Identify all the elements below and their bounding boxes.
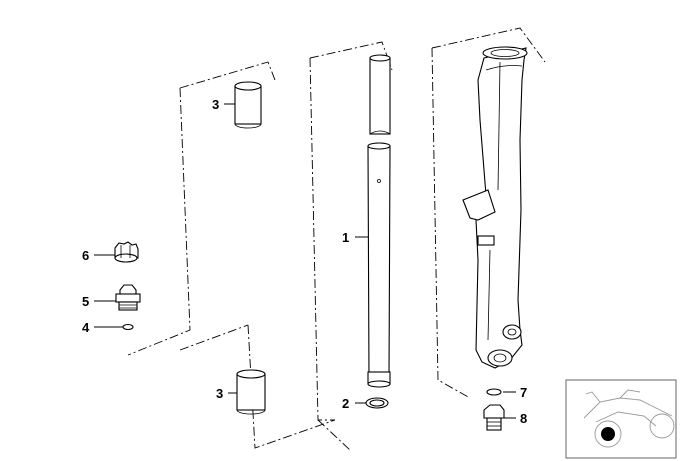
washer	[486, 388, 502, 396]
callout-4: 4	[82, 320, 90, 335]
callout-2: 2	[342, 396, 349, 411]
callout-3-lower: 3	[216, 386, 223, 401]
bushing-lower	[236, 369, 266, 415]
location-marker-dot	[601, 427, 615, 441]
motorcycle-thumbnail-icon	[583, 389, 675, 448]
leader-lines	[94, 103, 516, 419]
callout-8: 8	[520, 411, 527, 426]
dashed-group-outlines	[127, 27, 546, 451]
drain-bolt	[483, 404, 505, 431]
callout-3-upper: 3	[212, 97, 219, 112]
fork-tube	[367, 54, 391, 388]
top-nut	[114, 241, 139, 263]
fork-slider	[462, 46, 528, 369]
callout-7: 7	[520, 385, 527, 400]
seal-ring	[365, 397, 389, 409]
motorcycle-thumbnail	[565, 379, 677, 459]
callout-5: 5	[82, 294, 89, 309]
callout-6: 6	[82, 248, 89, 263]
callout-1: 1	[342, 230, 349, 245]
o-ring	[122, 323, 134, 331]
bushing-upper	[234, 81, 262, 129]
damper-valve-screw	[115, 284, 141, 311]
